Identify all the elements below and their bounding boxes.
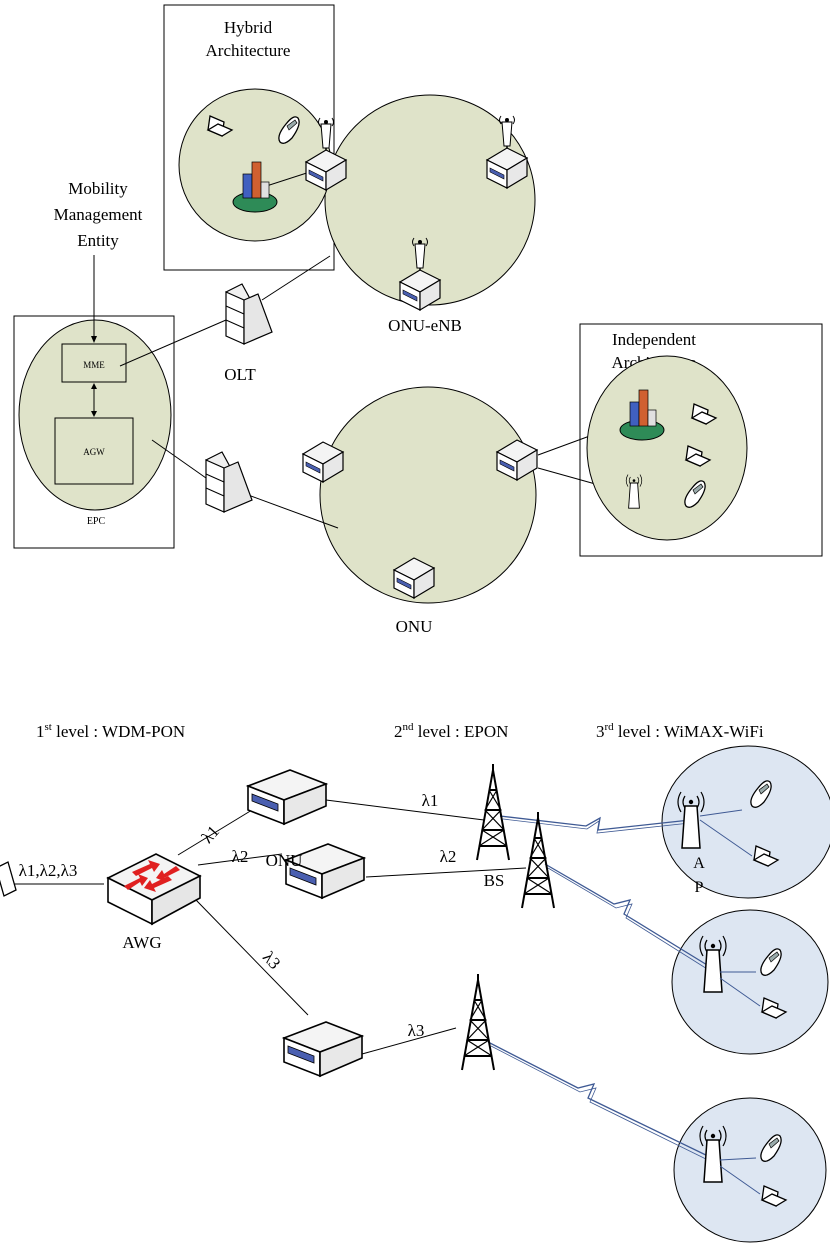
agw-box — [54, 417, 134, 485]
onu2-bs2-link — [365, 867, 527, 878]
lambda2-fiber-label: λ2 — [440, 847, 457, 866]
ap-letter-p: P — [695, 879, 704, 896]
onu1-bs1-link — [325, 799, 485, 821]
olt-enb-link — [261, 255, 331, 301]
epc-label: EPC — [87, 516, 106, 527]
awg-label: AWG — [122, 933, 161, 952]
wireless-link-3 — [487, 1041, 713, 1159]
lambda2-awg-label: λ2 — [232, 847, 249, 866]
ap-letter-a: A — [693, 855, 705, 872]
lambda1-awg-label: λ1 — [198, 822, 223, 847]
onu3-bs3-link — [361, 1027, 457, 1055]
onu-device-1 — [247, 769, 327, 825]
wavelengths-label: λ1,λ2,λ3 — [19, 861, 78, 880]
onu-enb-label: ONU-eNB — [388, 316, 462, 335]
mme-label: MME — [83, 360, 105, 370]
olt-device-bottom — [0, 861, 17, 897]
onu-bottom-label: ONU — [266, 851, 303, 870]
mme-olt-link — [119, 319, 227, 367]
agw-label: AGW — [83, 447, 105, 457]
hybrid-title-line1: Hybrid — [224, 18, 273, 37]
enb-cell — [324, 94, 536, 306]
wireless-link-2 — [544, 863, 713, 969]
mobility-label-line1: Mobility — [68, 179, 128, 198]
bs-label: BS — [484, 871, 505, 890]
bs-tower-3 — [461, 973, 495, 1071]
hybrid-architecture-frame — [163, 4, 335, 271]
mobility-label-line2: Management — [54, 205, 143, 224]
awg-onu1-link — [177, 809, 253, 856]
hybrid-title-line2: Architecture — [206, 41, 291, 60]
awg-onu3-link — [195, 899, 309, 1016]
olt-device-2 — [205, 451, 253, 513]
wifi-cell-2 — [671, 909, 829, 1055]
awg-onu2-link — [197, 853, 283, 866]
olt2-onu-link — [239, 491, 339, 529]
olt-device-1 — [225, 283, 273, 345]
wireless-link-1 — [499, 815, 691, 831]
bs-tower-1 — [476, 763, 510, 861]
level2-label: 2nd level : EPON — [394, 721, 508, 741]
lambda1-fiber-label: λ1 — [422, 791, 439, 810]
agw-olt2-link — [151, 439, 207, 479]
level1-label: 1st level : WDM-PON — [36, 721, 185, 741]
olt-label: OLT — [224, 365, 256, 384]
bs-tower-2 — [521, 811, 555, 909]
onu-cell — [319, 386, 537, 604]
onu-label: ONU — [396, 617, 433, 636]
independent-architecture-frame — [579, 323, 823, 557]
independent-cell — [586, 355, 748, 541]
wifi-cell-1 — [661, 745, 830, 899]
independent-title-line1: Independent — [612, 330, 696, 349]
mobility-label-line3: Entity — [77, 231, 119, 250]
lambda3-fiber-label: λ3 — [408, 1021, 425, 1040]
level3-label: 3rd level : WiMAX-WiFi — [596, 721, 764, 741]
wifi-cell-3 — [673, 1097, 827, 1243]
onu-device-3 — [283, 1021, 363, 1077]
awg-device — [106, 853, 202, 926]
